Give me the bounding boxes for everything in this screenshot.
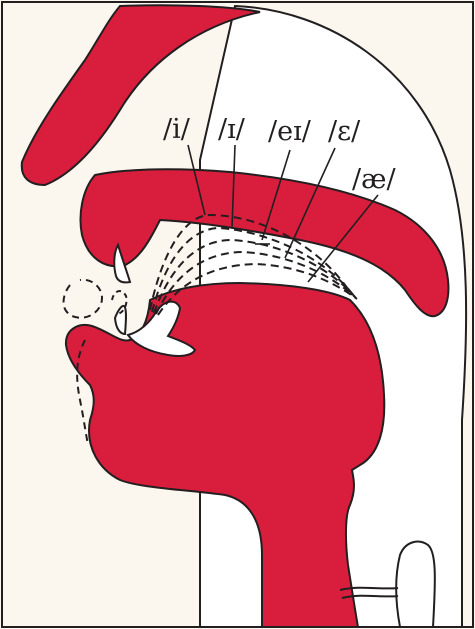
label-ae: /æ/ (352, 164, 396, 195)
lower-teeth (115, 306, 126, 334)
label-ih: /ɪ/ (218, 114, 246, 145)
dashed-lip-outline-upper (64, 280, 103, 318)
label-ei: /eɪ/ (268, 116, 312, 147)
larynx-shape (396, 542, 435, 627)
label-i: /i/ (163, 114, 191, 145)
label-eh: /ɛ/ (328, 116, 361, 147)
